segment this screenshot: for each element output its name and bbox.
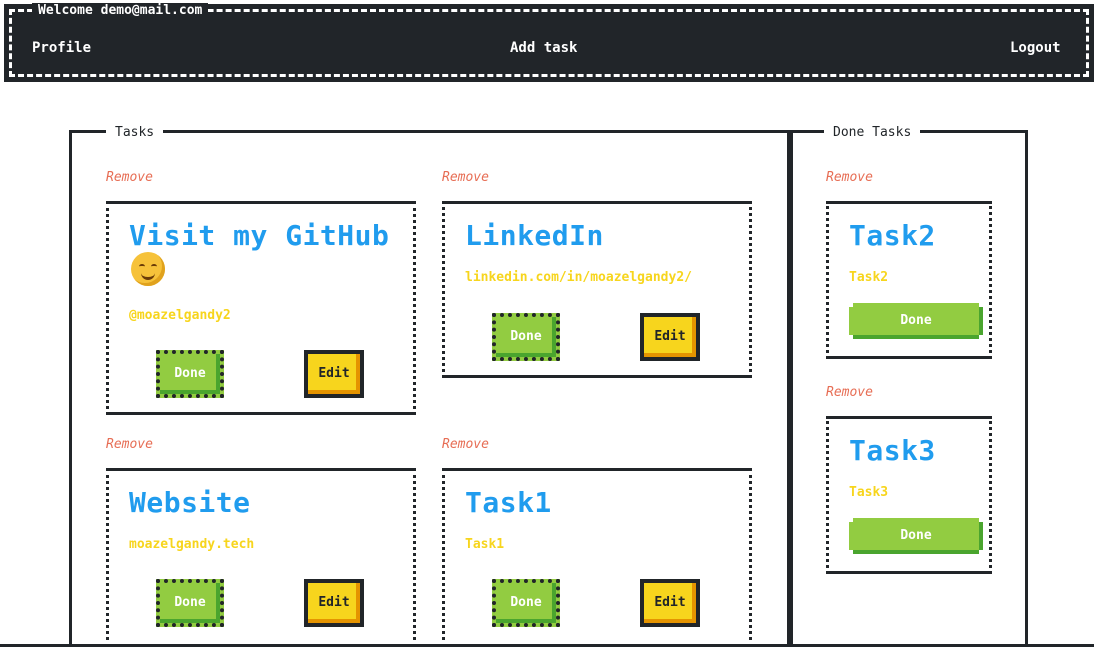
- done-button[interactable]: Done: [849, 303, 983, 339]
- task-card: Task1 Task1 Done Edit: [442, 468, 752, 647]
- done-tasks-legend: Done Tasks: [824, 123, 921, 143]
- task-description: moazelgandy.tech: [129, 537, 255, 552]
- task-title: Task2: [849, 219, 936, 252]
- add-task-link[interactable]: Add task: [510, 40, 578, 56]
- tasks-legend: Tasks: [106, 123, 164, 143]
- done-button[interactable]: Done: [492, 313, 560, 361]
- done-task-card: Task3 Task3 Done: [826, 416, 992, 574]
- remove-link[interactable]: Remove: [826, 385, 873, 400]
- navbar-frame: [9, 9, 1089, 77]
- task-title: Visit my GitHub: [129, 219, 390, 252]
- remove-link[interactable]: Remove: [442, 170, 489, 185]
- task-title: Task1: [465, 486, 552, 519]
- task-description: linkedin.com/in/moazelgandy2/: [465, 270, 692, 285]
- task-title: Website: [129, 486, 251, 519]
- task-title: Task3: [849, 434, 936, 467]
- task-card: LinkedIn linkedin.com/in/moazelgandy2/ D…: [442, 201, 752, 378]
- tasks-container: Tasks: [69, 123, 790, 647]
- page-divider: [0, 644, 1094, 647]
- navbar: Welcome demo@mail.com Profile Add task L…: [4, 3, 1094, 82]
- profile-link[interactable]: Profile: [32, 40, 92, 56]
- task-description: Task1: [465, 537, 505, 552]
- done-tasks-container: Done Tasks: [790, 123, 1028, 647]
- logout-link[interactable]: Logout: [1010, 40, 1061, 56]
- done-button[interactable]: Done: [156, 350, 224, 398]
- task-card: Visit my GitHub @moazelgandy2 Done Edit: [106, 201, 416, 415]
- edit-button[interactable]: Edit: [304, 579, 364, 627]
- welcome-text: Welcome demo@mail.com: [32, 3, 209, 19]
- remove-link[interactable]: Remove: [106, 170, 153, 185]
- task-title: LinkedIn: [465, 219, 604, 252]
- edit-button[interactable]: Edit: [640, 579, 700, 627]
- remove-link[interactable]: Remove: [826, 170, 873, 185]
- task-description: Task2: [849, 270, 889, 285]
- task-card: Website moazelgandy.tech Done Edit: [106, 468, 416, 647]
- done-button[interactable]: Done: [156, 579, 224, 627]
- done-button[interactable]: Done: [492, 579, 560, 627]
- done-button[interactable]: Done: [849, 518, 983, 554]
- edit-button[interactable]: Edit: [304, 350, 364, 398]
- remove-link[interactable]: Remove: [106, 437, 153, 452]
- remove-link[interactable]: Remove: [442, 437, 489, 452]
- edit-button[interactable]: Edit: [640, 313, 700, 361]
- task-description: @moazelgandy2: [129, 308, 231, 323]
- done-task-card: Task2 Task2 Done: [826, 201, 992, 359]
- smiling-face-icon: [131, 252, 165, 286]
- task-description: Task3: [849, 485, 889, 500]
